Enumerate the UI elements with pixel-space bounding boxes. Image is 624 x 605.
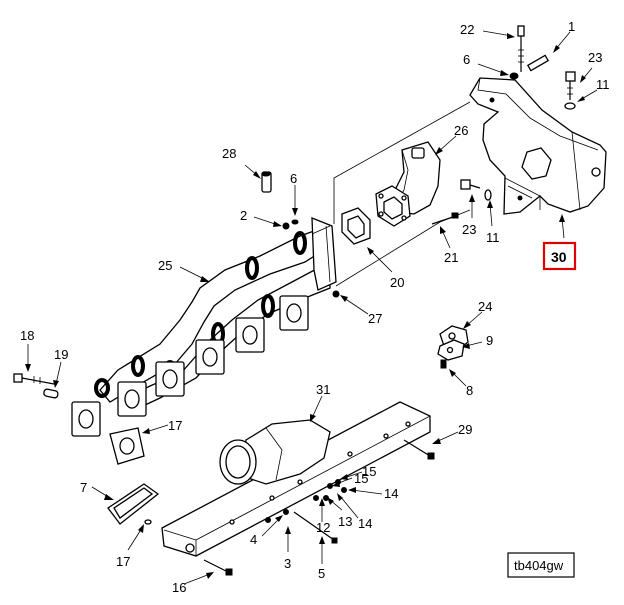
callout-6[interactable]: 6	[463, 52, 470, 67]
washer-part-6b[interactable]	[291, 219, 299, 225]
callout-8[interactable]: 8	[466, 383, 473, 398]
callout-labels: 22 1 6 23 11 26 28 6 2 23 11 30 25 20 21…	[20, 19, 610, 595]
callout-11-lower[interactable]: 11	[486, 230, 500, 245]
callout-4[interactable]: 4	[250, 532, 257, 547]
callout-25[interactable]: 25	[158, 258, 172, 273]
crossover-part-31[interactable]	[161, 401, 431, 557]
bolt-part-23b[interactable]	[460, 179, 481, 190]
nut-part-2[interactable]	[282, 222, 290, 230]
bolt-part-18[interactable]	[13, 373, 55, 385]
callout-17[interactable]: 17	[168, 418, 182, 433]
callout-15-second[interactable]: 15	[354, 471, 368, 486]
callout-12[interactable]: 12	[316, 520, 330, 535]
port-flange-6	[279, 295, 309, 331]
callout-21[interactable]: 21	[444, 250, 458, 265]
screw-part-8[interactable]	[440, 359, 447, 369]
callout-30[interactable]: 30	[551, 249, 567, 265]
stud-part-21[interactable]	[431, 212, 459, 225]
callout-22[interactable]: 22	[460, 22, 474, 37]
sleeve-part-19[interactable]	[43, 388, 59, 399]
callout-20[interactable]: 20	[390, 275, 404, 290]
callout-15[interactable]: 15	[362, 464, 376, 479]
elbow-flange[interactable]	[375, 185, 411, 227]
callout-7[interactable]: 7	[80, 480, 87, 495]
washer-part-11a[interactable]	[564, 102, 576, 110]
callout-2[interactable]: 2	[240, 208, 247, 223]
assembly-guide-lines	[311, 101, 471, 287]
callout-14[interactable]: 14	[384, 486, 398, 501]
callout-6-lower[interactable]: 6	[290, 171, 297, 186]
bolt-part-23a[interactable]	[565, 71, 576, 100]
washer-part-6a[interactable]	[509, 72, 519, 80]
port-flange-1	[71, 401, 101, 437]
callout-26[interactable]: 26	[454, 123, 468, 138]
callout-13[interactable]: 13	[338, 514, 352, 529]
nut-part-27[interactable]	[332, 290, 340, 298]
port-flange-3	[155, 361, 185, 397]
callout-1[interactable]: 1	[568, 19, 575, 34]
manifold-part-25[interactable]	[71, 217, 337, 437]
callout-14-second[interactable]: 14	[358, 516, 372, 531]
washer-part-11b[interactable]	[484, 189, 492, 201]
callout-27[interactable]: 27	[368, 311, 382, 326]
bracket-part-30[interactable]	[469, 77, 607, 215]
gasket-part-20[interactable]	[341, 207, 371, 245]
callout-24[interactable]: 24	[478, 299, 492, 314]
callout-29[interactable]: 29	[458, 422, 472, 437]
stud-part-5[interactable]	[293, 511, 338, 544]
spacer-part-28[interactable]	[261, 171, 272, 193]
callout-19[interactable]: 19	[54, 347, 68, 362]
figure-id-box: tb404gw	[507, 552, 575, 578]
callout-11[interactable]: 11	[596, 77, 610, 92]
nut-part-1[interactable]	[526, 54, 550, 72]
bolt-part-16[interactable]	[203, 559, 233, 576]
callout-23[interactable]: 23	[588, 50, 602, 65]
leader-lines	[25, 30, 598, 585]
callout-23-lower[interactable]: 23	[462, 222, 476, 237]
callout-16[interactable]: 16	[172, 580, 186, 595]
port-flange-2	[117, 381, 147, 417]
callout-28[interactable]: 28	[222, 146, 236, 161]
callout-17-second[interactable]: 17	[116, 554, 130, 569]
bolt-part-22[interactable]	[517, 25, 525, 72]
port-flange-4	[195, 339, 225, 375]
callout-3[interactable]: 3	[284, 556, 291, 571]
gasket-part-7[interactable]	[107, 483, 160, 525]
callout-5[interactable]: 5	[318, 566, 325, 581]
callout-31[interactable]: 31	[316, 382, 330, 397]
figure-id: tb404gw	[514, 558, 564, 573]
stud-part-29[interactable]	[403, 439, 435, 460]
port-flange-5	[235, 317, 265, 353]
plate-part-9[interactable]	[437, 339, 465, 361]
gasket-part-17b[interactable]	[144, 519, 152, 525]
callout-30-highlight-box	[542, 241, 577, 271]
callout-9[interactable]: 9	[486, 333, 493, 348]
gasket-part-17a[interactable]	[109, 427, 145, 465]
callout-18[interactable]: 18	[20, 328, 34, 343]
